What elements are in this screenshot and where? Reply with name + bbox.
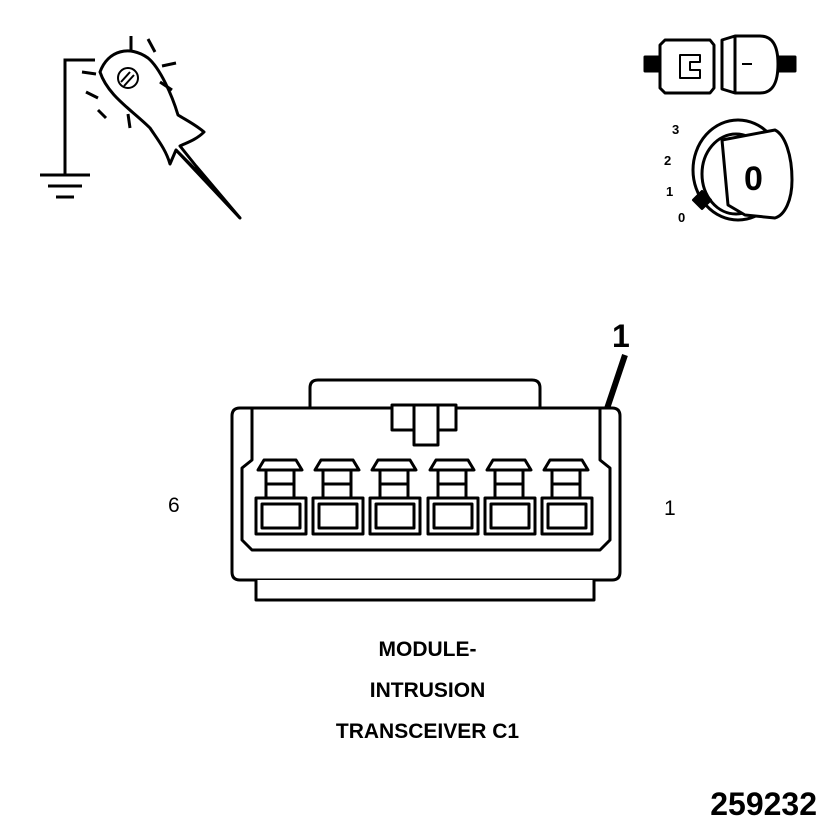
ground-symbol-icon — [40, 58, 95, 199]
terminal-cavity-4 — [368, 458, 422, 536]
ignition-key-icon — [691, 118, 794, 222]
terminal-cavity-6 — [254, 458, 308, 536]
key-position-2: 2 — [664, 153, 672, 168]
key-position-3: 3 — [672, 122, 680, 137]
callout-number: 1 — [612, 318, 630, 354]
pin-label-right: 1 — [664, 497, 676, 520]
terminal-cavities — [254, 458, 594, 536]
connector-body — [230, 378, 622, 602]
key-position-1: 1 — [666, 184, 674, 199]
terminal-cavity-5 — [311, 458, 365, 536]
connector-name-line1: MODULE- — [378, 638, 477, 661]
key-label: 0 — [744, 160, 763, 198]
terminal-cavity-1 — [540, 458, 594, 536]
test-light-probe-icon — [81, 36, 242, 220]
terminal-cavity-3 — [426, 458, 480, 536]
figure-id: 259232 — [710, 786, 817, 822]
disconnected-connector-icon — [643, 34, 797, 95]
connector-name-line2: INTRUSION — [369, 679, 486, 702]
connector-name-line3: TRANSCEIVER C1 — [335, 720, 520, 743]
terminal-cavity-2 — [483, 458, 537, 536]
pin-label-left: 6 — [168, 494, 180, 517]
key-position-0: 0 — [678, 210, 686, 225]
